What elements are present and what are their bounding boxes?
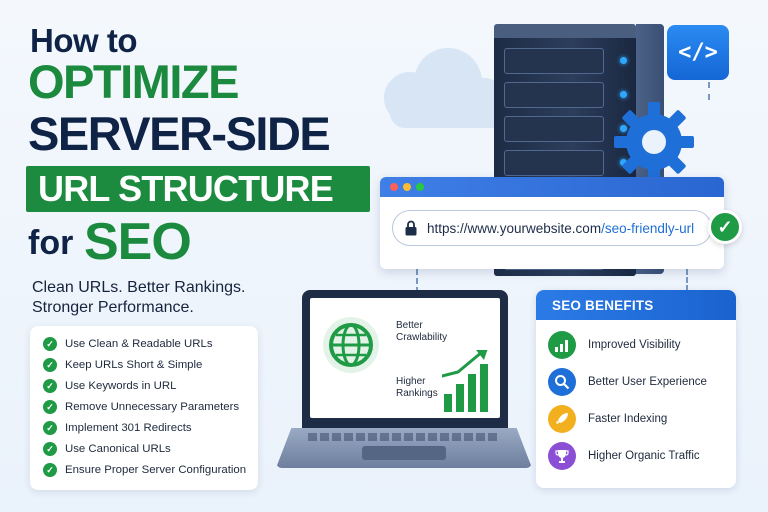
- server-bay: [504, 82, 627, 108]
- maximize-dot-icon: [416, 183, 424, 191]
- checklist-item: ✓ Remove Unnecessary Parameters: [43, 400, 239, 414]
- checklist-item-label: Keep URLs Short & Simple: [65, 359, 203, 371]
- benefit-item: Higher Organic Traffic: [548, 442, 700, 470]
- server-bay: [504, 150, 627, 176]
- chart-icon: [548, 331, 576, 359]
- rocket-icon: [548, 405, 576, 433]
- connector-line: [708, 82, 710, 100]
- seo-benefits-header: SEO BENEFITS: [536, 290, 736, 320]
- check-icon: ✓: [43, 358, 57, 372]
- status-led-icon: [620, 57, 627, 64]
- checklist-item: ✓ Use Clean & Readable URLs: [43, 337, 213, 351]
- url-domain: https://www.yourwebsite.com: [427, 221, 602, 236]
- checklist-item-label: Implement 301 Redirects: [65, 422, 192, 434]
- headline-optimize: OPTIMIZE: [28, 55, 239, 108]
- close-dot-icon: [390, 183, 398, 191]
- check-icon: ✓: [43, 379, 57, 393]
- benefit-item: Improved Visibility: [548, 331, 680, 359]
- laptop-display: Better Crawlability Higher Rankings: [310, 298, 500, 418]
- checklist-item: ✓ Use Canonical URLs: [43, 442, 171, 456]
- benefit-item: Better User Experience: [548, 368, 707, 396]
- checklist-item: ✓ Use Keywords in URL: [43, 379, 176, 393]
- status-led-icon: [620, 159, 627, 166]
- checklist-card: ✓ Use Clean & Readable URLs ✓ Keep URLs …: [30, 326, 258, 490]
- checklist-item-label: Use Keywords in URL: [65, 380, 177, 392]
- server-bay: [504, 116, 627, 142]
- benefit-label: Faster Indexing: [588, 413, 668, 425]
- benefit-item: Faster Indexing: [548, 405, 667, 433]
- benefit-label: Improved Visibility: [588, 339, 681, 351]
- trophy-icon: [548, 442, 576, 470]
- url-text: https://www.yourwebsite.com/seo-friendly…: [427, 221, 694, 236]
- checklist-item: ✓ Ensure Proper Server Configuration: [43, 463, 246, 477]
- check-icon: ✓: [43, 337, 57, 351]
- rankings-label: Higher Rankings: [396, 376, 438, 400]
- checklist-item-label: Use Canonical URLs: [65, 443, 171, 455]
- headline-url-structure: URL STRUCTURE: [38, 168, 334, 209]
- headline-how-to: How to: [30, 22, 137, 59]
- gear-icon: [614, 102, 694, 182]
- check-icon: ✓: [43, 442, 57, 456]
- connector-line: [416, 269, 418, 293]
- checkmark-icon: ✓: [708, 210, 742, 244]
- checklist-item: ✓ Keep URLs Short & Simple: [43, 358, 202, 372]
- browser-title-bar: [380, 177, 724, 197]
- checklist-item-label: Remove Unnecessary Parameters: [65, 401, 240, 413]
- status-led-icon: [620, 91, 627, 98]
- label-line: Higher: [396, 376, 426, 387]
- server-top: [494, 24, 636, 38]
- headline-highlight-bar: [26, 166, 370, 212]
- benefit-label: Higher Organic Traffic: [588, 450, 700, 462]
- check-icon: ✓: [43, 421, 57, 435]
- headline-for: for: [28, 224, 74, 262]
- tagline-line-1: Clean URLs. Better Rankings.: [32, 279, 246, 296]
- seo-benefits-card: SEO BENEFITS Improved Visibility Better …: [536, 290, 736, 488]
- checklist-item: ✓ Implement 301 Redirects: [43, 421, 192, 435]
- cloud-icon: [384, 48, 508, 128]
- checklist-item-label: Use Clean & Readable URLs: [65, 338, 213, 350]
- check-icon: ✓: [43, 400, 57, 414]
- magnifier-icon: [548, 368, 576, 396]
- check-icon: ✓: [43, 463, 57, 477]
- label-line: Better: [396, 320, 423, 331]
- lock-icon: [405, 220, 417, 236]
- address-bar[interactable]: https://www.yourwebsite.com/seo-friendly…: [392, 210, 712, 246]
- laptop-touchpad: [362, 446, 446, 460]
- code-icon: </>: [667, 25, 729, 80]
- tagline-line-2: Stronger Performance.: [32, 299, 194, 316]
- browser-window: https://www.yourwebsite.com/seo-friendly…: [380, 177, 724, 269]
- minimize-dot-icon: [403, 183, 411, 191]
- label-line: Crawlability: [396, 332, 448, 343]
- crawlability-label: Better Crawlability: [396, 320, 447, 344]
- url-path: /seo-friendly-url: [601, 221, 695, 236]
- headline-seo: SEO: [84, 213, 192, 271]
- connector-line: [686, 269, 688, 291]
- globe-icon: [323, 317, 379, 373]
- laptop-keyboard: [308, 433, 500, 441]
- checklist-item-label: Ensure Proper Server Configuration: [65, 464, 247, 476]
- growth-chart-icon: [442, 350, 488, 412]
- laptop-screen: Better Crawlability Higher Rankings: [302, 290, 508, 428]
- seo-benefits-title: SEO BENEFITS: [552, 298, 654, 313]
- label-line: Rankings: [396, 388, 438, 399]
- server-bay: [504, 48, 627, 74]
- status-led-icon: [620, 125, 627, 132]
- benefit-label: Better User Experience: [588, 376, 707, 388]
- headline-server-side: SERVER-SIDE: [28, 107, 331, 160]
